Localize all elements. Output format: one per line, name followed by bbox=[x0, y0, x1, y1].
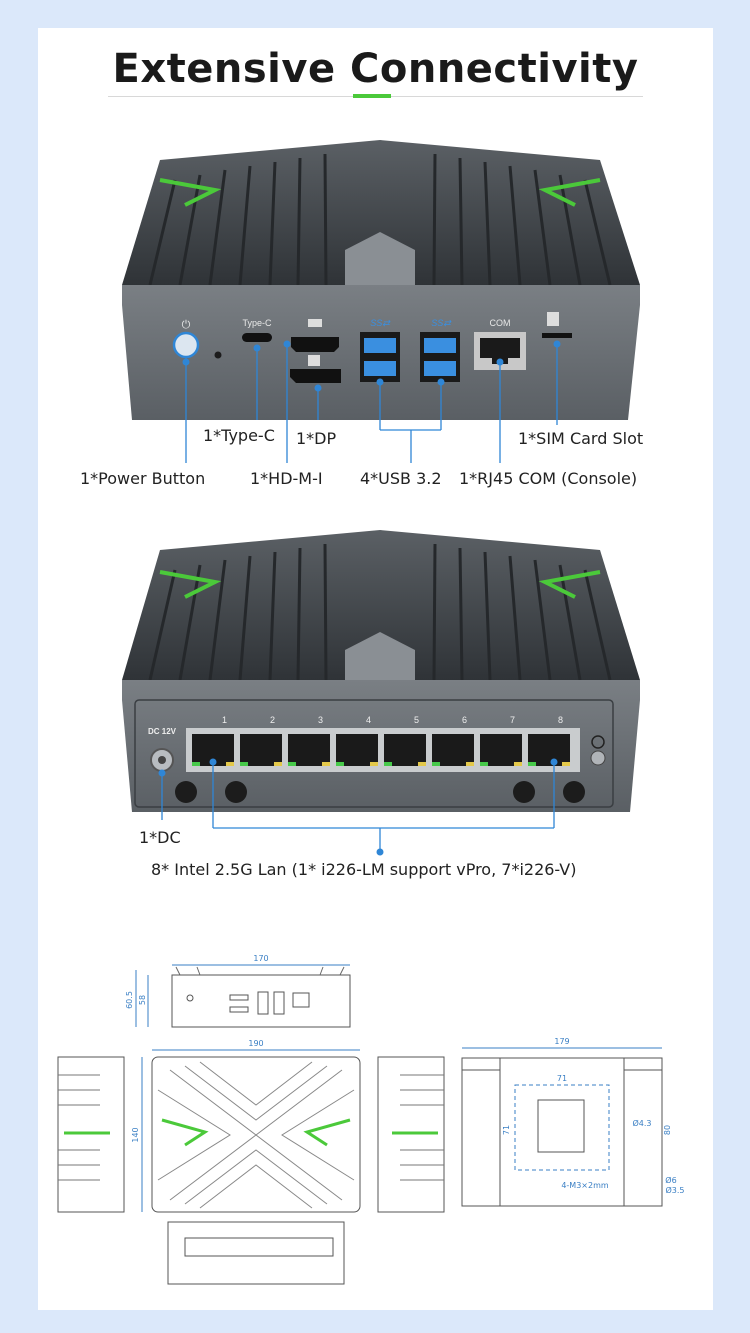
dim-hole3: Ø3.5 bbox=[665, 1185, 684, 1195]
lan-ports bbox=[186, 728, 580, 772]
title-accent-bar bbox=[353, 94, 391, 98]
label-com: 1*RJ45 COM (Console) bbox=[459, 469, 638, 488]
sim-slot bbox=[542, 333, 572, 338]
usb-logo-left: SS⇄ bbox=[370, 318, 391, 328]
typec-port-label: Type-C bbox=[242, 318, 272, 328]
dim-vesa-v: 71 bbox=[502, 1125, 511, 1135]
label-usb: 4*USB 3.2 bbox=[360, 469, 442, 488]
dim-hole2: Ø6 bbox=[665, 1175, 676, 1185]
label-typec: 1*Type-C bbox=[203, 426, 275, 445]
label-power-button: 1*Power Button bbox=[80, 469, 206, 488]
page-title: Extensive Connectivity bbox=[112, 46, 639, 92]
lan-port-6-label: 6 bbox=[462, 715, 467, 725]
lan-port-3-label: 3 bbox=[318, 715, 323, 725]
dim-hole1: Ø4.3 bbox=[632, 1118, 651, 1128]
dim-screw: 4-M3×2mm bbox=[561, 1181, 609, 1190]
power-icon: ⏻ bbox=[182, 319, 191, 331]
ground-icon bbox=[591, 735, 605, 749]
hdmi-port bbox=[291, 337, 339, 352]
dim-bracket-width: 179 bbox=[554, 1037, 569, 1046]
usb-logo-right: SS⇄ bbox=[431, 318, 452, 328]
dp-port bbox=[290, 369, 341, 383]
typec-port bbox=[242, 333, 272, 342]
hdmi-icon bbox=[308, 319, 322, 327]
label-hdmi: 1*HD-M-I bbox=[250, 469, 323, 488]
label-sim: 1*SIM Card Slot bbox=[518, 429, 644, 448]
dimension-drawings bbox=[57, 964, 663, 1285]
dim-height-total: 60.5 bbox=[125, 991, 134, 1009]
lan-port-2-label: 2 bbox=[270, 715, 275, 725]
dim-depth: 140 bbox=[131, 1127, 140, 1142]
lan-port-4-label: 4 bbox=[366, 715, 371, 725]
dim-vesa-h: 71 bbox=[557, 1074, 567, 1083]
dp-icon bbox=[308, 355, 320, 366]
dimension-labels: 170 60.5 58 190 140 179 71 71 4-M3×2mm 8… bbox=[125, 954, 685, 1195]
lan-port-8-label: 8 bbox=[558, 715, 563, 725]
dim-height-body: 58 bbox=[138, 995, 147, 1005]
rear-device: DC 12V bbox=[122, 530, 640, 856]
usb-ports bbox=[360, 332, 460, 382]
lan-port-5-label: 5 bbox=[414, 715, 419, 725]
power-button[interactable] bbox=[172, 331, 200, 359]
lan-port-7-label: 7 bbox=[510, 715, 515, 725]
com-port-label: COM bbox=[490, 318, 511, 328]
sim-icon bbox=[547, 312, 559, 326]
label-lan: 8* Intel 2.5G Lan (1* i226-LM support vP… bbox=[151, 860, 577, 879]
dim-bracket-v: 80 bbox=[663, 1125, 672, 1135]
label-dp: 1*DP bbox=[296, 429, 337, 448]
front-device: ⏻ Type-C SS⇄ SS⇄ COM bbox=[122, 140, 640, 463]
dim-width-front: 170 bbox=[253, 954, 268, 963]
dim-width-top: 190 bbox=[248, 1039, 263, 1048]
lan-port-1-label: 1 bbox=[222, 715, 227, 725]
dc-label: DC 12V bbox=[148, 727, 177, 736]
label-dc: 1*DC bbox=[139, 828, 181, 847]
